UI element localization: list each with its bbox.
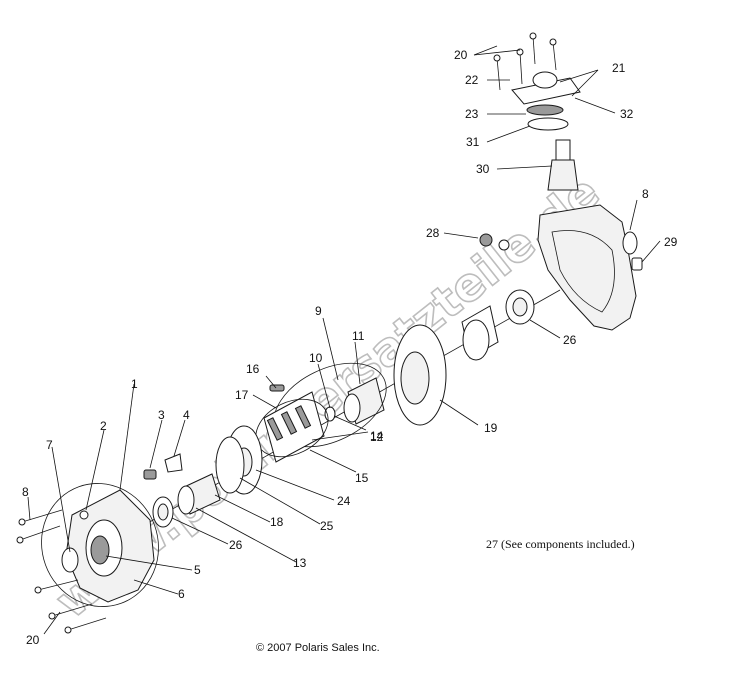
cover-group [16, 483, 159, 634]
callout-11: 11 [352, 329, 365, 343]
callout-19: 19 [484, 421, 498, 435]
callout-25: 25 [320, 519, 334, 533]
callout-13: 13 [293, 556, 307, 570]
housing-inner-bore [551, 230, 615, 313]
callout-26-right: 26 [563, 333, 577, 347]
callout-16: 16 [246, 362, 260, 376]
ring-gear-19-hub [400, 351, 430, 405]
oring-2 [79, 510, 89, 520]
callout-20-top: 20 [454, 48, 468, 62]
callout-21: 21 [612, 61, 626, 75]
top-cover-hub [532, 71, 558, 89]
callout-6: 6 [178, 587, 185, 601]
roller-16-loose [269, 384, 285, 392]
callout-4: 4 [183, 408, 190, 422]
output-hub-18-end [177, 485, 195, 515]
callout-8-left: 8 [22, 485, 29, 499]
leader-lines [27, 45, 661, 635]
callout-labels: 20 21 22 23 32 31 30 8 28 29 26 9 11 10 … [22, 48, 678, 647]
plate-25 [215, 436, 245, 494]
callout-20-bottom: 20 [26, 633, 40, 647]
copyright-text: © 2007 Polaris Sales Inc. [256, 642, 380, 654]
callout-1: 1 [131, 377, 138, 391]
callout-15: 15 [355, 471, 369, 485]
bolts-20-bottom [34, 579, 107, 634]
plug-28b [498, 239, 510, 251]
gearcase-housing [537, 204, 637, 331]
callout-26-left: 26 [229, 538, 243, 552]
callout-8-right: 8 [642, 187, 649, 201]
housing-seal-8 [622, 231, 638, 255]
callout-7: 7 [46, 438, 53, 452]
callout-17: 17 [235, 388, 249, 402]
callout-31: 31 [466, 135, 480, 149]
plug-28a [479, 233, 493, 247]
callout-28: 28 [426, 226, 440, 240]
callout-14: 14 [370, 429, 384, 443]
upper-housing-group [479, 32, 643, 331]
rollers-16 [266, 405, 312, 441]
seal-23 [526, 104, 564, 116]
components-note: 27 (See components included.) [486, 537, 635, 551]
bearing-26-right-bore [512, 297, 528, 317]
magnet-3 [143, 469, 157, 480]
seal-7 [61, 547, 79, 573]
callout-9: 9 [315, 304, 322, 318]
callout-3: 3 [158, 408, 165, 422]
group-outline-1 [41, 483, 159, 607]
seal-5 [90, 535, 110, 565]
callout-10: 10 [309, 351, 323, 365]
washer-12 [324, 406, 336, 422]
bolts-20-top [493, 32, 557, 91]
callout-18: 18 [270, 515, 284, 529]
callout-30: 30 [476, 162, 490, 176]
bolts-8-left [16, 509, 63, 544]
spacer-sleeve-end [462, 319, 490, 361]
hub-11-end [343, 393, 361, 423]
callout-5: 5 [194, 563, 201, 577]
callout-24: 24 [337, 494, 351, 508]
bearing-26-left-bore [157, 503, 169, 521]
callout-12: 12 [370, 430, 384, 444]
callout-22: 22 [465, 73, 479, 87]
callout-29: 29 [664, 235, 678, 249]
callout-2: 2 [100, 419, 107, 433]
housing-vent-29 [631, 257, 643, 271]
bracket-4 [164, 453, 183, 473]
callout-23: 23 [465, 107, 479, 121]
bearing-31 [527, 117, 569, 131]
pinion-gear-30 [547, 159, 579, 191]
callout-32: 32 [620, 107, 634, 121]
